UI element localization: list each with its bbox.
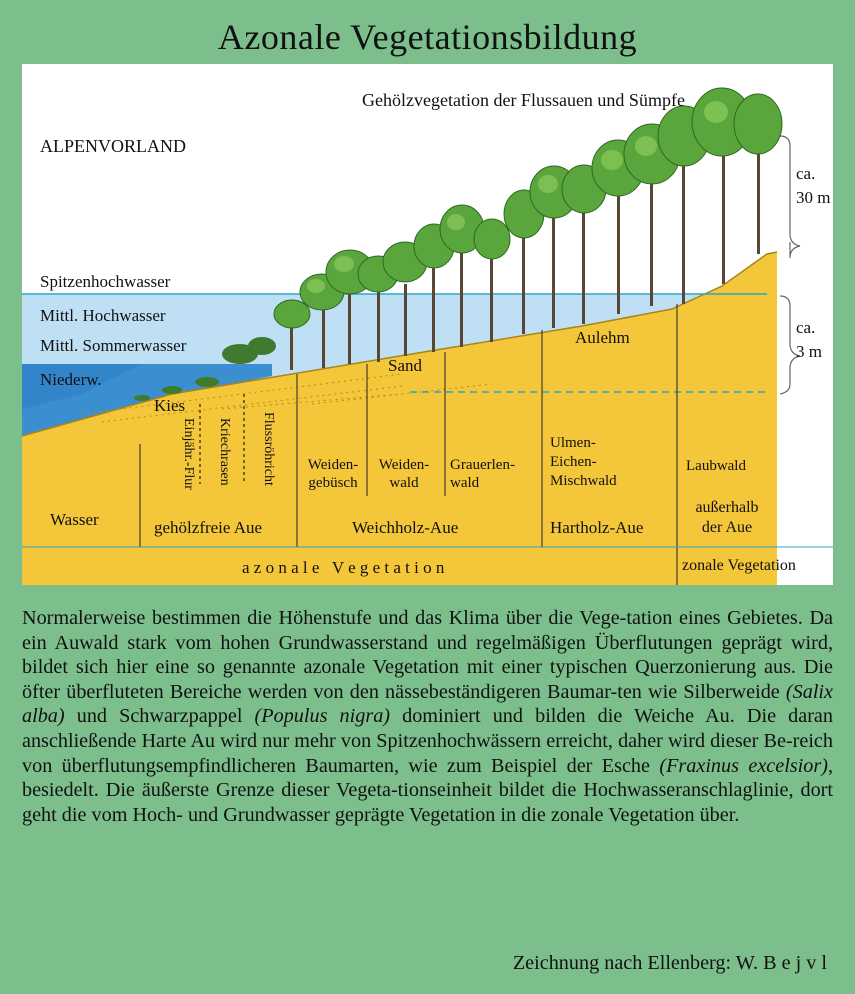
zonale-vegetation-label: zonale Vegetation [682,556,796,576]
caption-text: Normalerweise bestimmen die Höhenstufe u… [22,606,833,827]
azonale-vegetation-label: a z o n a l e V e g e t a t i o n [242,558,444,578]
water-height-label-b: 3 m [796,342,822,362]
niederwasser-label: Niederw. [40,370,102,390]
zone-gehoelzfrei-label: gehölzfreie Aue [154,518,262,538]
region-label: ALPENVORLAND [40,136,186,156]
ulmen-label-a: Ulmen- [550,434,617,453]
diagram-header: Gehölzvegetation der Flussauen und Sümpf… [362,90,685,110]
page-title: Azonale Vegetationsbildung [0,16,855,58]
zone-hartholz-label: Hartholz-Aue [550,518,643,538]
vegetation-diagram: Gehölzvegetation der Flussauen und Sümpf… [22,64,833,585]
weidengebuesch-label: Weiden- gebüsch [304,456,362,492]
weidenwald-label-b: wald [372,474,436,492]
kriechrasen-label: Kriechrasen [216,418,232,486]
mittl-sommerwasser-label: Mittl. Sommerwasser [40,336,186,356]
grauerlenwald-label-b: wald [450,474,530,492]
weidengebuesch-label-b: gebüsch [304,474,362,492]
weidengebuesch-label-a: Weiden- [304,456,362,474]
drawing-credit: Zeichnung nach Ellenberg: W. B e j v l [513,952,827,975]
grauerlenwald-label: Grauerlen- wald [450,456,530,492]
tree-height-label-b: 30 m [796,188,830,208]
populus-nigra: (Populus nigra) [255,705,390,727]
weidenwald-label: Weiden- wald [372,456,436,492]
spitzenhochwasser-label: Spitzenhochwasser [40,272,170,292]
caption-part-2: und Schwarzpappel [65,705,255,727]
sand-label: Sand [388,356,422,376]
mittl-hochwasser-label: Mittl. Hochwasser [40,306,166,326]
ulmen-label-c: Mischwald [550,472,617,491]
ulmen-label-b: Eichen- [550,453,617,472]
laubwald-label: Laubwald [686,456,746,476]
zone-wasser-label: Wasser [50,510,99,530]
zone-weichholz-label: Weichholz-Aue [352,518,458,538]
water-height-label-a: ca. [796,318,815,338]
ulmen-eichen-mischwald-label: Ulmen- Eichen- Mischwald [550,434,617,491]
fraxinus-excelsior: (Fraxinus excelsior) [659,755,828,777]
grauerlenwald-label-a: Grauerlen- [450,456,530,474]
kies-label: Kies [154,396,185,416]
weidenwald-label-a: Weiden- [372,456,436,474]
tree-height-label-a: ca. [796,164,815,184]
ausserhalb-aue-label: außerhalb der Aue [682,498,772,538]
flussroehricht-label: Flussröhricht [260,412,276,486]
caption-part-1: Normalerweise bestimmen die Höhenstufe u… [22,607,833,703]
einjaehr-flur-label: Einjähr.-Flur [180,418,196,490]
aulehm-label: Aulehm [575,328,630,348]
ausserhalb-label-b: der Aue [682,518,772,538]
ausserhalb-label-a: außerhalb [682,498,772,518]
